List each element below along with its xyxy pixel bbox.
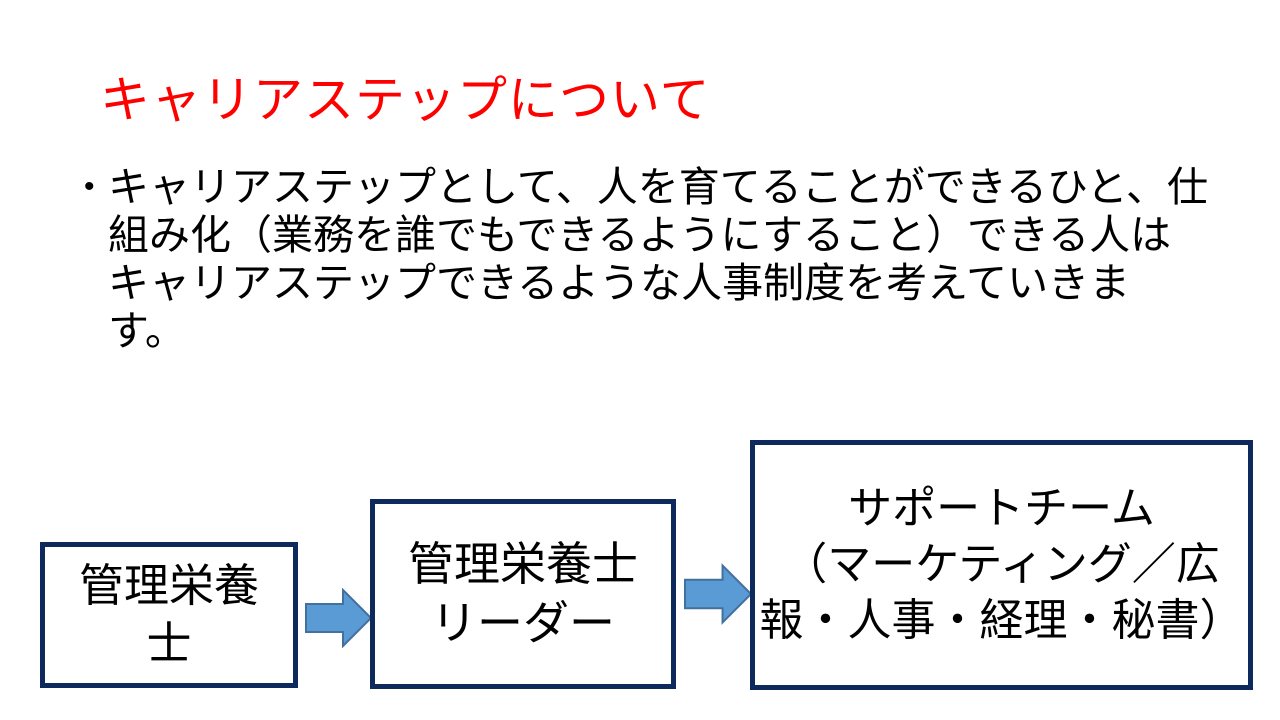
flow-box-label: 管理栄養 士 [79,557,259,672]
body-line: 組み化（業務を誰でもできるようにすること）できる人は [108,212,1172,258]
flow-box-line: 管理栄養 [78,560,259,612]
body-text: キャリアステップとして、人を育てることができるひと、仕 組み化（業務を誰でもでき… [108,163,1234,355]
bullet-icon: • [84,170,95,203]
flow-box-support-team: サポートチーム （マーケティング／広 報・人事・経理・秘書） [750,440,1253,690]
flow-box-label: サポートチーム （マーケティング／広 報・人事・経理・秘書） [760,481,1244,650]
right-arrow-icon [684,563,753,625]
flow-box-label: 管理栄養士 リーダー [408,535,638,653]
flow-box-dietitian: 管理栄養 士 [40,542,298,688]
slide-title: キャリアステップについて [100,72,711,128]
right-arrow-icon [305,588,373,648]
flow-box-dietitian-leader: 管理栄養士 リーダー [370,499,676,689]
body-line: キャリアステップとして、人を育てることができるひと、仕 [108,164,1209,210]
flow-box-line: （マーケティング／広 [783,539,1220,589]
flow-box-line: リーダー [431,597,615,649]
body-paragraph: • キャリアステップとして、人を育てることができるひと、仕 組み化（業務を誰でも… [84,163,1234,355]
flow-box-line: 報・人事・経理・秘書） [759,596,1244,646]
body-line: キャリアステップできるような人事制度を考えていきま [108,260,1131,306]
flow-box-line: サポートチーム [848,483,1155,533]
body-line: す。 [108,308,186,354]
flow-box-line: 管理栄養士 [408,538,638,591]
flow-box-line: 士 [146,618,192,669]
